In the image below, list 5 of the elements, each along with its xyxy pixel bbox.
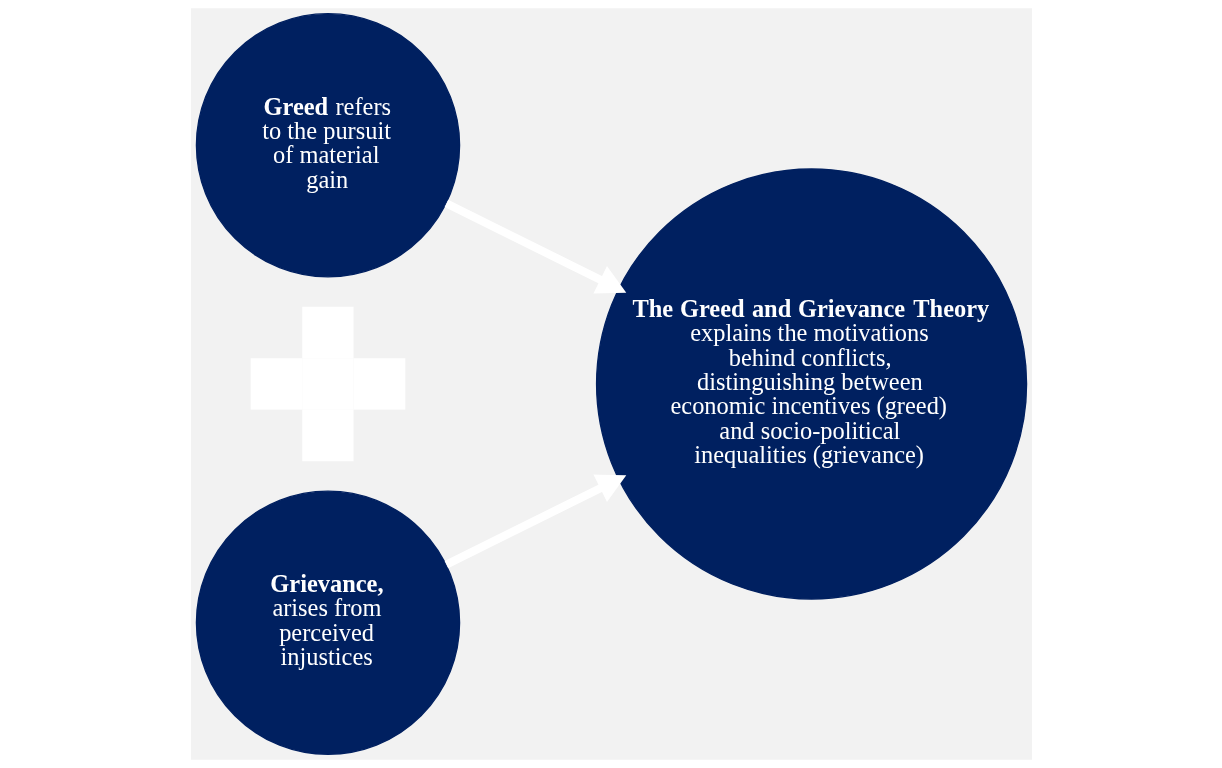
arrow — [444, 199, 626, 294]
node-circle: Grievance, arises from perceived injustices — [195, 490, 460, 755]
arrow — [444, 474, 626, 569]
node-circle: Greed refers to the pursuit of material gain — [195, 13, 460, 278]
node-circle: The Greed and Grievance Theory explains the motivations behind conflicts, distinguishing between economic incentives (greed) and socio-political inequalities (grievance) — [595, 168, 1027, 600]
